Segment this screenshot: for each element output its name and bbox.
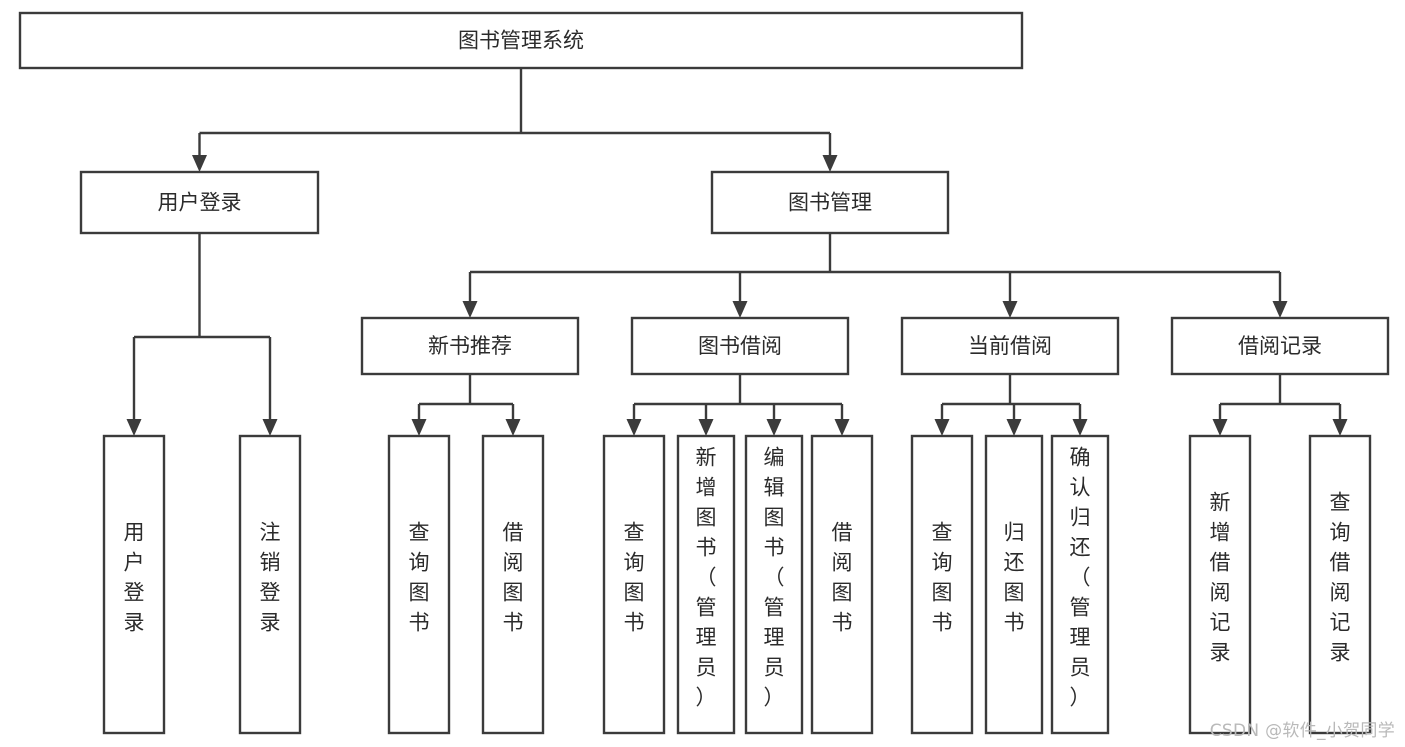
- arrow-head-icon: [1006, 419, 1022, 436]
- node-leaf-borrow-book-1[interactable]: 借阅图书: [481, 434, 545, 735]
- arrow-head-icon: [192, 155, 207, 172]
- node-label-user-login: 用户登录: [158, 191, 242, 215]
- node-leaf-return-book[interactable]: 归还图书: [984, 434, 1044, 735]
- node-box-leaf-query-book-2[interactable]: [602, 434, 666, 735]
- node-leaf-confirm-return[interactable]: 确认归还（管理员）: [1050, 434, 1110, 735]
- node-label-leaf-query-book-3: 查询图书: [932, 521, 953, 635]
- arrow-head-icon: [262, 419, 278, 436]
- node-label-leaf-return-book: 归还图书: [1004, 521, 1025, 635]
- node-leaf-query-record[interactable]: 查询借阅记录: [1308, 434, 1372, 735]
- node-leaf-borrow-book-2[interactable]: 借阅图书: [810, 434, 874, 735]
- node-label-book-management: 图书管理: [788, 191, 872, 215]
- arrow-head-icon: [505, 419, 521, 436]
- node-book-borrow[interactable]: 图书借阅: [630, 316, 850, 376]
- node-user-login[interactable]: 用户登录: [79, 170, 320, 235]
- nodes-layer: 图书管理系统用户登录图书管理新书推荐图书借阅当前借阅借阅记录用户登录注销登录查询…: [18, 11, 1390, 735]
- arrow-head-icon: [822, 155, 838, 172]
- node-box-user-login[interactable]: [79, 170, 320, 235]
- arrow-head-icon: [411, 419, 427, 436]
- node-label-book-borrow: 图书借阅: [698, 334, 782, 358]
- node-leaf-edit-book[interactable]: 编辑图书（管理员）: [744, 434, 804, 735]
- node-label-leaf-user-login: 用户登录: [124, 521, 145, 635]
- node-leaf-query-book-2[interactable]: 查询图书: [602, 434, 666, 735]
- node-box-leaf-user-logout[interactable]: [238, 434, 302, 735]
- arrow-head-icon: [834, 419, 850, 436]
- node-label-leaf-edit-book: 编辑图书（管理员）: [764, 446, 785, 710]
- arrow-head-icon: [934, 419, 950, 436]
- node-label-leaf-query-record: 查询借阅记录: [1330, 491, 1351, 665]
- node-leaf-add-record[interactable]: 新增借阅记录: [1188, 434, 1252, 735]
- node-box-leaf-query-record[interactable]: [1308, 434, 1372, 735]
- node-box-leaf-user-login[interactable]: [102, 434, 166, 735]
- node-label-new-book-recommend: 新书推荐: [428, 334, 512, 358]
- node-box-leaf-edit-book[interactable]: [744, 434, 804, 735]
- node-label-leaf-query-book-2: 查询图书: [624, 521, 645, 635]
- node-label-current-borrow: 当前借阅: [968, 334, 1052, 358]
- node-label-root: 图书管理系统: [458, 29, 584, 53]
- node-box-new-book-recommend[interactable]: [360, 316, 580, 376]
- node-leaf-query-book-1[interactable]: 查询图书: [387, 434, 451, 735]
- node-box-leaf-borrow-book-2[interactable]: [810, 434, 874, 735]
- arrow-head-icon: [126, 419, 142, 436]
- node-label-leaf-borrow-book-2: 借阅图书: [832, 521, 853, 635]
- node-box-book-management[interactable]: [710, 170, 950, 235]
- node-leaf-query-book-3[interactable]: 查询图书: [910, 434, 974, 735]
- node-book-management[interactable]: 图书管理: [710, 170, 950, 235]
- node-box-leaf-add-record[interactable]: [1188, 434, 1252, 735]
- node-label-leaf-add-book: 新增图书（管理员）: [696, 446, 717, 710]
- node-leaf-user-login[interactable]: 用户登录: [102, 434, 166, 735]
- arrow-head-icon: [766, 419, 782, 436]
- node-box-leaf-query-book-1[interactable]: [387, 434, 451, 735]
- node-current-borrow[interactable]: 当前借阅: [900, 316, 1120, 376]
- node-box-leaf-query-book-3[interactable]: [910, 434, 974, 735]
- node-new-book-recommend[interactable]: 新书推荐: [360, 316, 580, 376]
- node-leaf-user-logout[interactable]: 注销登录: [238, 434, 302, 735]
- arrow-head-icon: [1072, 419, 1088, 436]
- node-box-leaf-confirm-return[interactable]: [1050, 434, 1110, 735]
- arrow-head-icon: [462, 301, 478, 318]
- node-box-book-borrow[interactable]: [630, 316, 850, 376]
- arrow-head-icon: [1332, 419, 1348, 436]
- arrow-head-icon: [698, 419, 714, 436]
- node-label-leaf-borrow-book-1: 借阅图书: [503, 521, 524, 635]
- arrow-head-icon: [732, 301, 748, 318]
- arrow-head-icon: [1212, 419, 1228, 436]
- node-label-leaf-add-record: 新增借阅记录: [1210, 491, 1231, 665]
- node-box-leaf-add-book[interactable]: [676, 434, 736, 735]
- arrow-head-icon: [1002, 301, 1018, 318]
- node-leaf-add-book[interactable]: 新增图书（管理员）: [676, 434, 736, 735]
- arrow-head-icon: [1272, 301, 1288, 318]
- node-label-leaf-query-book-1: 查询图书: [409, 521, 430, 635]
- node-label-leaf-user-logout: 注销登录: [260, 521, 281, 635]
- node-box-current-borrow[interactable]: [900, 316, 1120, 376]
- node-box-leaf-borrow-book-1[interactable]: [481, 434, 545, 735]
- connectors-layer: [126, 68, 1348, 436]
- node-label-borrow-record: 借阅记录: [1238, 334, 1322, 358]
- node-borrow-record[interactable]: 借阅记录: [1170, 316, 1390, 376]
- node-label-leaf-confirm-return: 确认归还（管理员）: [1070, 446, 1091, 710]
- node-box-root[interactable]: [18, 11, 1024, 70]
- node-root[interactable]: 图书管理系统: [18, 11, 1024, 70]
- arrow-head-icon: [626, 419, 642, 436]
- node-box-leaf-return-book[interactable]: [984, 434, 1044, 735]
- node-box-borrow-record[interactable]: [1170, 316, 1390, 376]
